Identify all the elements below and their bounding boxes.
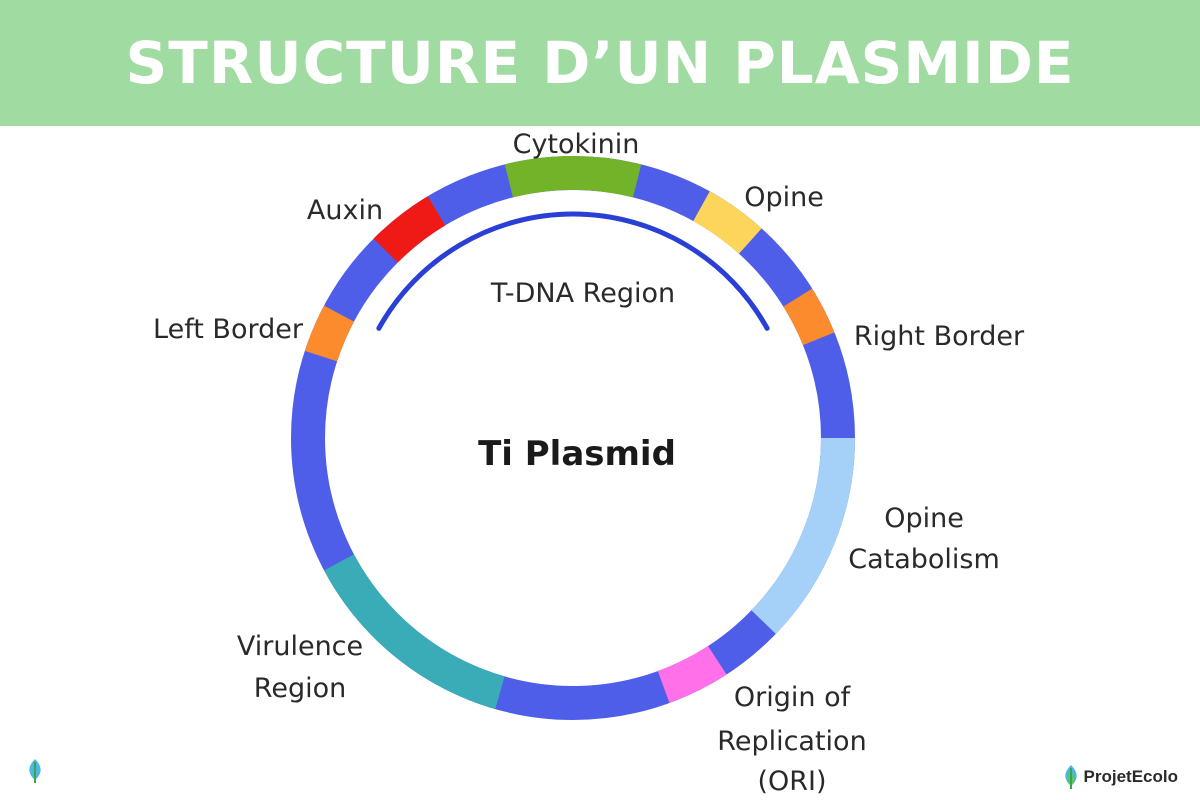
cytokinin-segment — [504, 156, 642, 198]
tdna-region-label: T-DNA Region — [490, 278, 675, 309]
ori-label-line2: Replication — [717, 726, 866, 757]
auxin-segment — [373, 196, 446, 263]
ori-segment — [657, 645, 727, 703]
tdna-region-arc — [376, 211, 770, 331]
cytokinin-label: Cytokinin — [513, 129, 640, 160]
left-border-label: Left Border — [153, 314, 304, 345]
ori-label-line3: (ORI) — [757, 766, 826, 797]
opine-catabolism-label-line2: Catabolism — [848, 544, 1000, 575]
opine-segment — [692, 191, 762, 254]
brand-name: ProjetEcolo — [1083, 767, 1178, 786]
left-border-segment — [304, 305, 355, 362]
plasmid-ring-segments — [304, 156, 855, 710]
virulence-region-label-line1: Virulence — [237, 631, 363, 662]
brand-logo: ProjetEcolo — [1062, 764, 1178, 790]
leaf-icon — [26, 758, 44, 788]
opine-catabolism-segment — [751, 437, 855, 634]
virulence-region-segment — [324, 554, 505, 710]
title-banner: STRUCTURE D’UN PLASMIDE — [0, 0, 1200, 126]
virulence-region-label-line2: Region — [254, 673, 346, 704]
opine-catabolism-label-line1: Opine — [884, 503, 964, 534]
opine-label: Opine — [744, 182, 824, 213]
right-border-segment — [783, 288, 835, 346]
page-title: STRUCTURE D’UN PLASMIDE — [125, 29, 1075, 97]
auxin-label: Auxin — [307, 195, 383, 226]
right-border-label: Right Border — [854, 321, 1025, 352]
center-label: Ti Plasmid — [478, 434, 676, 474]
leaf-icon — [1064, 765, 1077, 789]
ori-label-line1: Origin of — [734, 682, 852, 713]
